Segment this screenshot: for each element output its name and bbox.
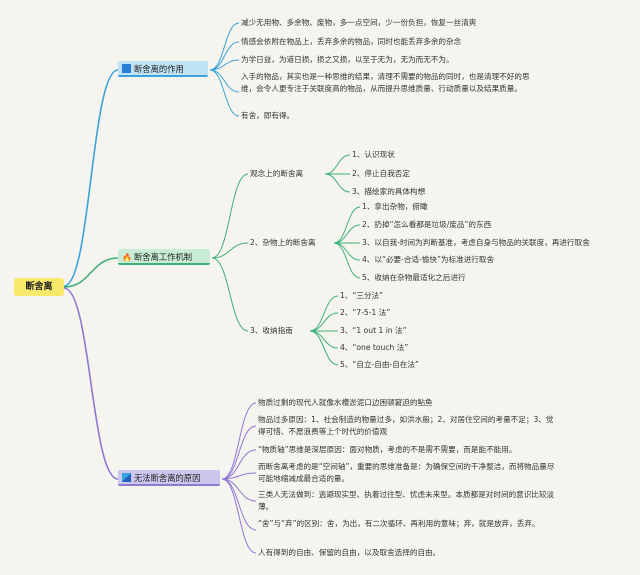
mechanism-item[interactable]: 2、扔掉“怎么看都是垃圾/废品”的东西 — [362, 220, 492, 229]
reason-leaf[interactable]: “物质轴”思维是深层原因：面对物质，考虑的不是需不需要，而是能不能用。 — [258, 445, 517, 454]
mechanism-item[interactable]: 3、描绘家的具体构想 — [352, 187, 426, 196]
mechanism-item[interactable]: 2、停止自我否定 — [352, 169, 410, 178]
connector-group-item — [324, 154, 351, 175]
connector-reason-leaf — [221, 425, 257, 480]
connector-group-item — [333, 242, 361, 279]
branch-mechanism-label: 断舍离工作机制 — [133, 252, 193, 262]
connector-reason-leaf — [221, 478, 257, 531]
connector-reason-leaf — [221, 402, 257, 480]
connector-reason-leaf — [221, 478, 257, 554]
connector-purpose-leaf — [209, 59, 240, 71]
mechanism-group[interactable]: 观念上的断舍离 — [250, 169, 304, 178]
reason-leaf[interactable]: “舍”与“弃”的区别：舍，为出，有二次循环、再利用的意味；弃，就是放弃，丢弃。 — [258, 519, 540, 528]
branch-mechanism[interactable]: 🔥断舍离工作机制 — [118, 249, 210, 265]
purpose-leaf[interactable]: 为学日益，为道日损，损之又损，以至于无为，无为而无不为。 — [241, 55, 454, 64]
branch-reasons[interactable]: 无法断舍离的原因 — [118, 470, 220, 486]
blue-square-icon — [122, 473, 131, 482]
branch-reasons-label: 无法断舍离的原因 — [134, 473, 201, 483]
purpose-leaf[interactable]: 减少无用物、多余物、废物，多一点空间，少一份负担，恢复一丝清爽 — [241, 18, 477, 27]
connector-root-reasons — [63, 287, 119, 480]
connector-group-item — [309, 330, 339, 349]
mechanism-item[interactable]: 3、“1 out 1 in 法” — [340, 326, 407, 335]
connector-purpose-leaf — [209, 69, 240, 117]
branch-purpose[interactable]: 断舍离的作用 — [118, 61, 208, 77]
root-node[interactable]: 断舍离 — [14, 278, 64, 296]
connector-root-purpose — [63, 69, 119, 287]
connector-group-item — [309, 330, 339, 366]
connector-group-item — [333, 206, 361, 244]
connector-mechanism-group — [211, 173, 249, 259]
purpose-leaf[interactable]: 入手的物品，其实也是一种思维的结果，清理不需要的物品的同时，也是清理不好的思维，… — [241, 72, 530, 93]
reason-leaf[interactable]: 物品过多原因：1、社会制造的物量过多，如洪水般；2、对居住空间的考量不足；3、觉… — [258, 415, 554, 436]
mechanism-item[interactable]: 5、收纳在杂物最适化之后进行 — [362, 273, 466, 282]
connector-reason-leaf — [221, 472, 257, 480]
connector-purpose-leaf — [209, 69, 240, 93]
mechanism-item[interactable]: 5、“自立-自由-自在法” — [340, 360, 419, 369]
connector-root-mechanism — [63, 257, 119, 288]
connector-mechanism-group — [211, 257, 249, 332]
reason-leaf[interactable]: 而断舍离考虑的是“空间轴”，重要的思维准备是：为确保空间的干净整洁，而将物品量尽… — [258, 462, 555, 483]
connector-mechanism-group — [211, 242, 249, 259]
branch-purpose-label: 断舍离的作用 — [134, 64, 184, 74]
reason-leaf[interactable]: 人有得到的自由、保留的自由，以及取舍选择的自由。 — [258, 548, 441, 557]
mechanism-item[interactable]: 4、“one touch 法” — [340, 343, 409, 352]
connector-reason-leaf — [221, 449, 257, 480]
fire-icon: 🔥 — [122, 253, 132, 262]
mechanism-item[interactable]: 3、以自我-时间为判断基准，考虑自身与物品的关联度，再进行取舍 — [362, 238, 590, 247]
purpose-leaf[interactable]: 有舍，即有得。 — [241, 111, 295, 120]
reason-leaf[interactable]: 物质过剩的现代人就像水槽淤泥口边困顿窘迫的鲇鱼 — [258, 398, 433, 407]
reason-leaf[interactable]: 三类人无法做到：逃避现实型、执着过往型、忧虑未来型。本质都是对时间的意识比较淡薄… — [258, 490, 555, 511]
mechanism-item[interactable]: 1、认识现状 — [352, 150, 395, 159]
connector-purpose-leaf — [209, 41, 240, 71]
mechanism-item[interactable]: 1、拿出杂物，俯瞰 — [362, 202, 428, 211]
blue-square-icon — [122, 64, 131, 73]
mechanism-item[interactable]: 4、以“必要-合适-愉快”为标准进行取舍 — [362, 255, 495, 264]
connector-group-item — [333, 224, 361, 244]
mechanism-group[interactable]: 2、杂物上的断舍离 — [250, 238, 316, 247]
connector-group-item — [333, 242, 361, 261]
connector-group-item — [309, 295, 339, 332]
mechanism-item[interactable]: 2、“7-5-1 法” — [340, 308, 391, 317]
mechanism-item[interactable]: 1、“三分法” — [340, 291, 384, 300]
connector-purpose-leaf — [209, 22, 240, 71]
mechanism-group[interactable]: 3、收纳指南 — [250, 326, 293, 335]
purpose-leaf[interactable]: 情感会依附在物品上，丢弃多余的物品，同时也能丢弃多余的杂念 — [241, 37, 462, 46]
connector-group-item — [309, 312, 339, 332]
connector-group-item — [324, 173, 351, 193]
